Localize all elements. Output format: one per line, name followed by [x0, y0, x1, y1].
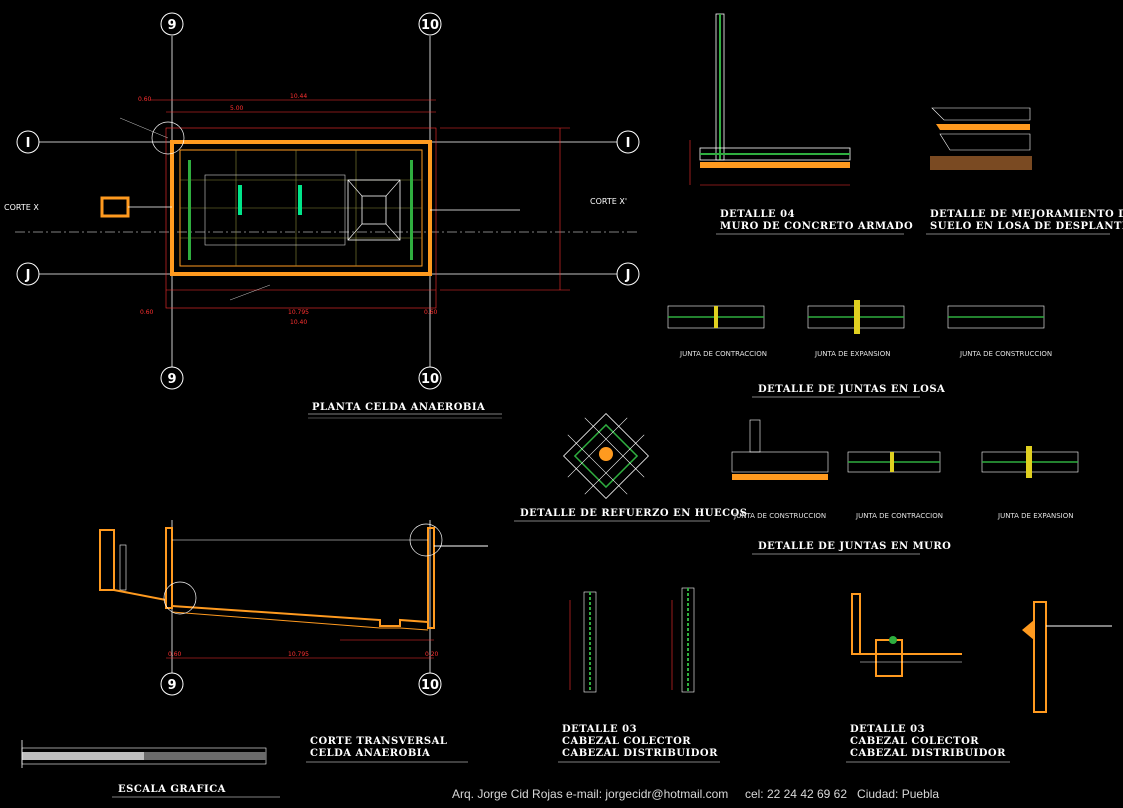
junta-muro-label-2: JUNTA DE CONTRACCION: [855, 512, 943, 520]
detail-03a-title-line2: CABEZAL COLECTOR: [562, 736, 691, 747]
section-dim-1: 0.60: [168, 651, 182, 658]
axis-bubble-10-top: 10: [421, 18, 439, 33]
axis-bubble-J-right: J: [625, 268, 631, 283]
detail-04-title-line2: MURO DE CONCRETO ARMADO: [720, 221, 913, 232]
refuerzo-title: DETALLE DE REFUERZO EN HUECOS: [520, 508, 748, 519]
plan-dim-bottom-3: 10.40: [290, 319, 307, 326]
detail-joints-wall: JUNTA DE CONSTRUCCION JUNTA DE CONTRACCI…: [731, 419, 1079, 555]
axis-bubble-9-bottom: 9: [167, 372, 176, 387]
plan-dim-bottom-4: 0.60: [424, 309, 438, 316]
plan-dim-bottom-2: 10.795: [288, 309, 309, 316]
junta-muro-label-1: JUNTA DE CONSTRUCCION: [733, 512, 826, 520]
axis-bubble-10-bottom: 10: [421, 372, 439, 387]
plan-dim-bottom-1: 0.60: [140, 309, 154, 316]
plan-title: PLANTA CELDA ANAEROBIA: [312, 402, 485, 413]
mejoramiento-title-line1: DETALLE DE MEJORAMIENTO DE: [930, 209, 1123, 220]
detail-joints-slab: JUNTA DE CONTRACCION JUNTA DE EXPANSION …: [667, 300, 1052, 398]
detail-03a-title-line1: DETALLE 03: [562, 724, 637, 735]
detail-soil-improvement: DETALLE DE MEJORAMIENTO DE SUELO EN LOSA…: [926, 107, 1123, 235]
section-view: 0.60 10.795 0.20 9 10 CORTE TRANSVERSAL …: [99, 520, 488, 763]
axis-bubble-9-top: 9: [167, 18, 176, 33]
plan-dim-top-1: 0.60: [138, 96, 152, 103]
junta-losa-label-1: JUNTA DE CONTRACCION: [679, 350, 767, 358]
graphic-scale: ESCALA GRAFICA: [21, 740, 280, 798]
escala-title: ESCALA GRAFICA: [118, 784, 226, 795]
detail-03b-title-line2: CABEZAL COLECTOR: [850, 736, 979, 747]
plan-dim-top-2: 10.44: [290, 93, 307, 100]
corte-x-left-label: CORTE X: [4, 203, 39, 212]
juntas-losa-title: DETALLE DE JUNTAS EN LOSA: [758, 384, 945, 395]
axis-bubble-I-left: I: [26, 136, 31, 151]
plan-dim-top-3: 5.00: [230, 105, 244, 112]
detail-reinforcement-openings: DETALLE DE REFUERZO EN HUECOS: [514, 413, 748, 522]
detail-03b-title-line3: CABEZAL DISTRIBUIDOR: [850, 748, 1006, 759]
detail-04-title-line1: DETALLE 04: [720, 209, 795, 220]
plan-view: 9 10 9 10 I J I J CORTE X CORTE X' 0.60 …: [4, 12, 640, 419]
axis-bubble-J-left: J: [25, 268, 31, 283]
detail-04-concrete-wall: DETALLE 04 MURO DE CONCRETO ARMADO: [689, 13, 913, 235]
footer-credit: Arq. Jorge Cid Rojas e-mail: jorgecidr@h…: [452, 787, 939, 801]
section-title-line1: CORTE TRANSVERSAL: [310, 736, 447, 747]
detail-03-header-a: DETALLE 03 CABEZAL COLECTOR CABEZAL DIST…: [558, 587, 720, 763]
section-dim-2: 10.795: [288, 651, 309, 658]
juntas-muro-title: DETALLE DE JUNTAS EN MURO: [758, 541, 951, 552]
section-axis-9: 9: [167, 678, 176, 693]
section-title-line2: CELDA ANAEROBIA: [310, 748, 430, 759]
detail-03a-title-line3: CABEZAL DISTRIBUIDOR: [562, 748, 718, 759]
detail-03b-title-line1: DETALLE 03: [850, 724, 925, 735]
junta-muro-label-3: JUNTA DE EXPANSION: [997, 512, 1073, 520]
mejoramiento-title-line2: SUELO EN LOSA DE DESPLANTE: [930, 221, 1123, 232]
axis-bubble-I-right: I: [626, 136, 631, 151]
section-axis-10: 10: [421, 678, 439, 693]
corte-x-right-label: CORTE X': [590, 197, 627, 206]
junta-losa-label-2: JUNTA DE EXPANSION: [814, 350, 890, 358]
detail-03-header-b: DETALLE 03 CABEZAL COLECTOR CABEZAL DIST…: [846, 593, 1112, 763]
junta-losa-label-3: JUNTA DE CONSTRUCCION: [959, 350, 1052, 358]
section-dim-3: 0.20: [425, 651, 439, 658]
